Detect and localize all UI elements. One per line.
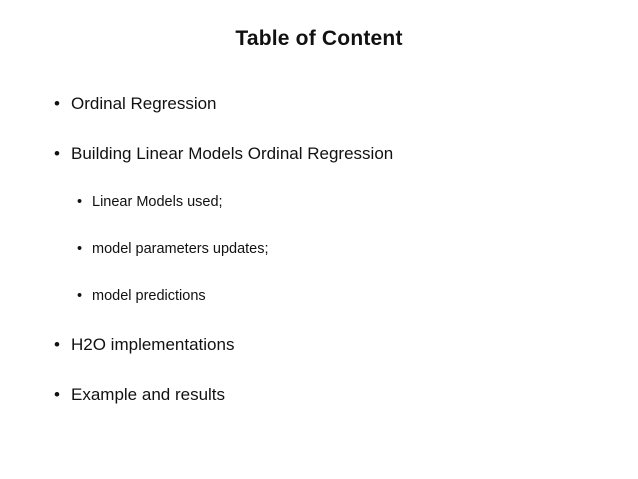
bullet-icon — [54, 143, 71, 165]
bullet-label: Ordinal Regression — [71, 94, 217, 113]
list-item: Building Linear Models Ordinal Regressio… — [54, 143, 638, 165]
list-item: Ordinal Regression — [54, 93, 638, 115]
bullet-label: Building Linear Models Ordinal Regressio… — [71, 144, 394, 163]
list-item: model predictions — [77, 287, 638, 306]
bullet-icon — [54, 384, 71, 406]
bullet-label: model predictions — [92, 288, 206, 304]
bullet-icon — [54, 93, 71, 115]
bullet-list: Ordinal Regression Building Linear Model… — [0, 93, 638, 406]
list-item: Linear Models used; — [77, 193, 638, 212]
bullet-label: model parameters updates; — [92, 241, 269, 257]
bullet-icon — [77, 287, 92, 306]
slide-title: Table of Content — [235, 27, 403, 50]
list-item: model parameters updates; — [77, 240, 638, 259]
list-item: H2O implementations — [54, 334, 638, 356]
bullet-label: H2O implementations — [71, 335, 235, 354]
bullet-icon — [77, 193, 92, 212]
bullet-icon — [54, 334, 71, 356]
bullet-label: Linear Models used; — [92, 194, 223, 210]
bullet-label: Example and results — [71, 385, 226, 404]
bullet-icon — [77, 240, 92, 259]
list-item: Example and results — [54, 384, 638, 406]
